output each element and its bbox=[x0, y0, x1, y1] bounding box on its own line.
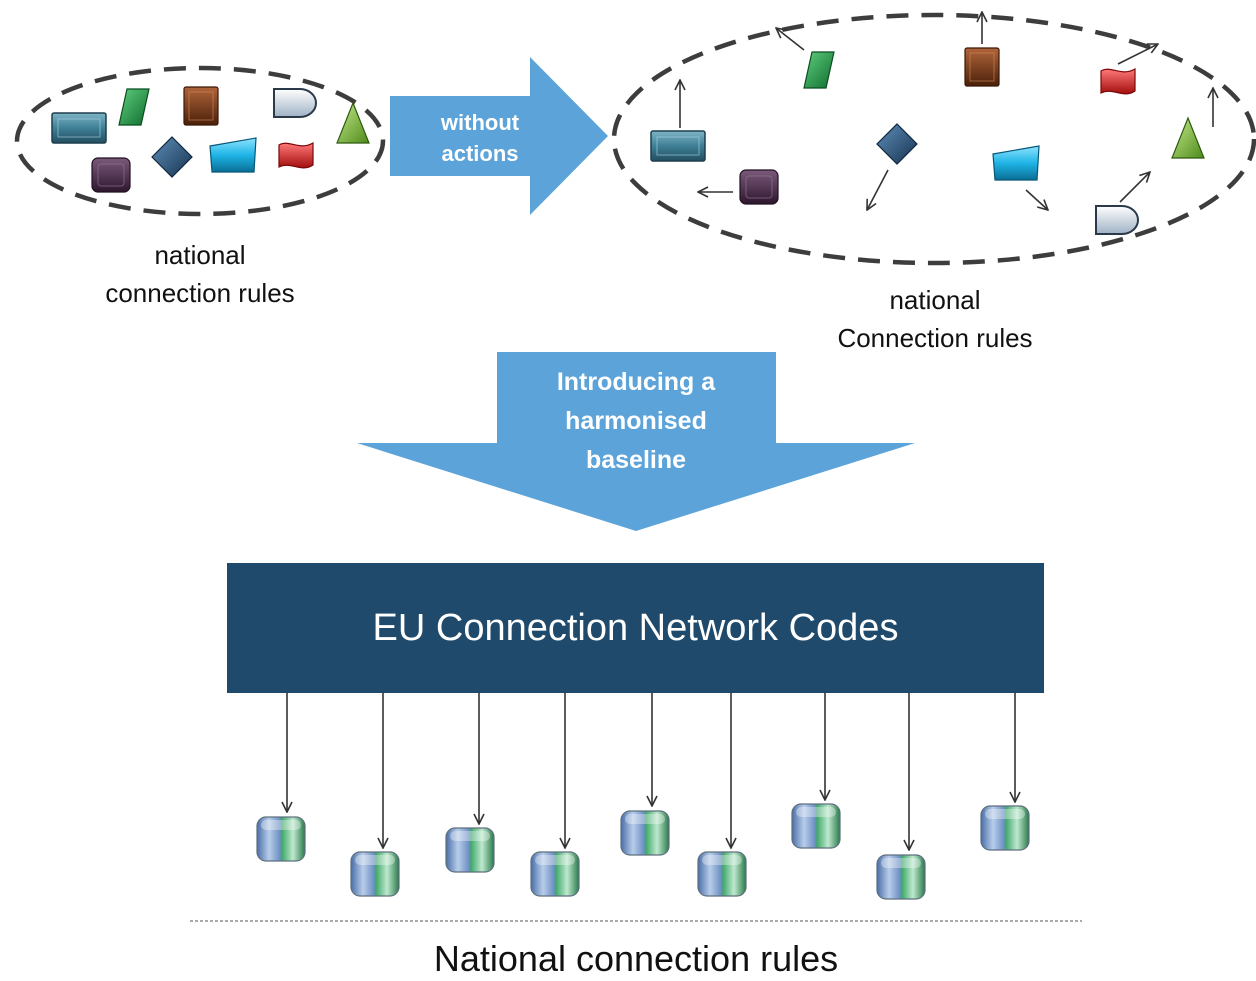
navy-diamond-icon bbox=[151, 136, 193, 178]
national-rules-label: National connection rules bbox=[433, 938, 839, 979]
left-label-line2: connection rules bbox=[105, 278, 295, 308]
red-flag-icon bbox=[278, 142, 314, 169]
white-bullet-icon bbox=[273, 88, 317, 118]
without-actions-text: without actions bbox=[400, 107, 560, 169]
national-modules bbox=[256, 803, 1030, 900]
right-dashed-ellipse bbox=[611, 12, 1256, 266]
module-cube-icon bbox=[697, 851, 747, 897]
module-cube-icon bbox=[256, 816, 306, 862]
module-cube-icon bbox=[530, 851, 580, 897]
scatter-arrows bbox=[680, 12, 1213, 210]
brown-square-icon bbox=[183, 86, 219, 126]
without-actions-line2: actions bbox=[441, 141, 519, 166]
scatter-arrow bbox=[1025, 189, 1048, 210]
baseline-line1: Introducing a bbox=[556, 368, 716, 396]
green-parallelogram-icon bbox=[118, 88, 150, 126]
navy-diamond-icon bbox=[876, 123, 918, 165]
right-label-line2: Connection rules bbox=[837, 323, 1033, 353]
lime-triangle-icon bbox=[336, 102, 370, 144]
teal-rectangle-icon bbox=[51, 112, 107, 144]
cyan-trapezoid-icon bbox=[209, 137, 257, 173]
lime-triangle-icon bbox=[1171, 117, 1205, 159]
left-dashed-ellipse bbox=[14, 65, 386, 217]
right-cluster bbox=[611, 12, 1256, 266]
module-cube-icon bbox=[350, 851, 400, 897]
harmonised-baseline-arrow bbox=[357, 352, 915, 531]
scatter-arrow bbox=[1119, 172, 1150, 203]
module-cube-icon bbox=[791, 803, 841, 849]
baseline-line3: baseline bbox=[585, 446, 687, 474]
baseline-line2: harmonised bbox=[565, 407, 707, 435]
eu-codes-label: EU Connection Network Codes bbox=[372, 607, 899, 649]
purple-square-icon bbox=[739, 169, 779, 205]
module-cube-icon bbox=[876, 854, 926, 900]
module-cube-icon bbox=[620, 810, 670, 856]
brown-square-icon bbox=[964, 47, 1000, 87]
left-cluster-label: national connection rules bbox=[50, 236, 350, 312]
module-cube-icon bbox=[980, 805, 1030, 851]
harmonised-baseline-text: Introducing a harmonised baseline bbox=[486, 363, 786, 480]
purple-square-icon bbox=[91, 157, 131, 193]
teal-rectangle-icon bbox=[650, 130, 706, 162]
module-cube-icon bbox=[445, 827, 495, 873]
connector-arrows bbox=[287, 693, 1015, 850]
left-cluster bbox=[14, 65, 386, 217]
right-label-line1: national bbox=[889, 285, 981, 315]
left-label-line1: national bbox=[154, 240, 246, 270]
without-actions-arrow bbox=[390, 57, 608, 215]
cyan-trapezoid-icon bbox=[992, 145, 1040, 181]
white-bullet-icon bbox=[1095, 205, 1139, 235]
eu-codes-box bbox=[227, 563, 1044, 693]
scatter-arrow bbox=[776, 28, 805, 51]
right-cluster-label: national Connection rules bbox=[785, 281, 1085, 357]
scatter-arrow bbox=[867, 169, 889, 210]
red-flag-icon bbox=[1100, 68, 1136, 95]
scatter-arrow bbox=[1117, 44, 1158, 65]
without-actions-line1: without bbox=[440, 110, 520, 135]
green-parallelogram-icon bbox=[803, 51, 835, 89]
